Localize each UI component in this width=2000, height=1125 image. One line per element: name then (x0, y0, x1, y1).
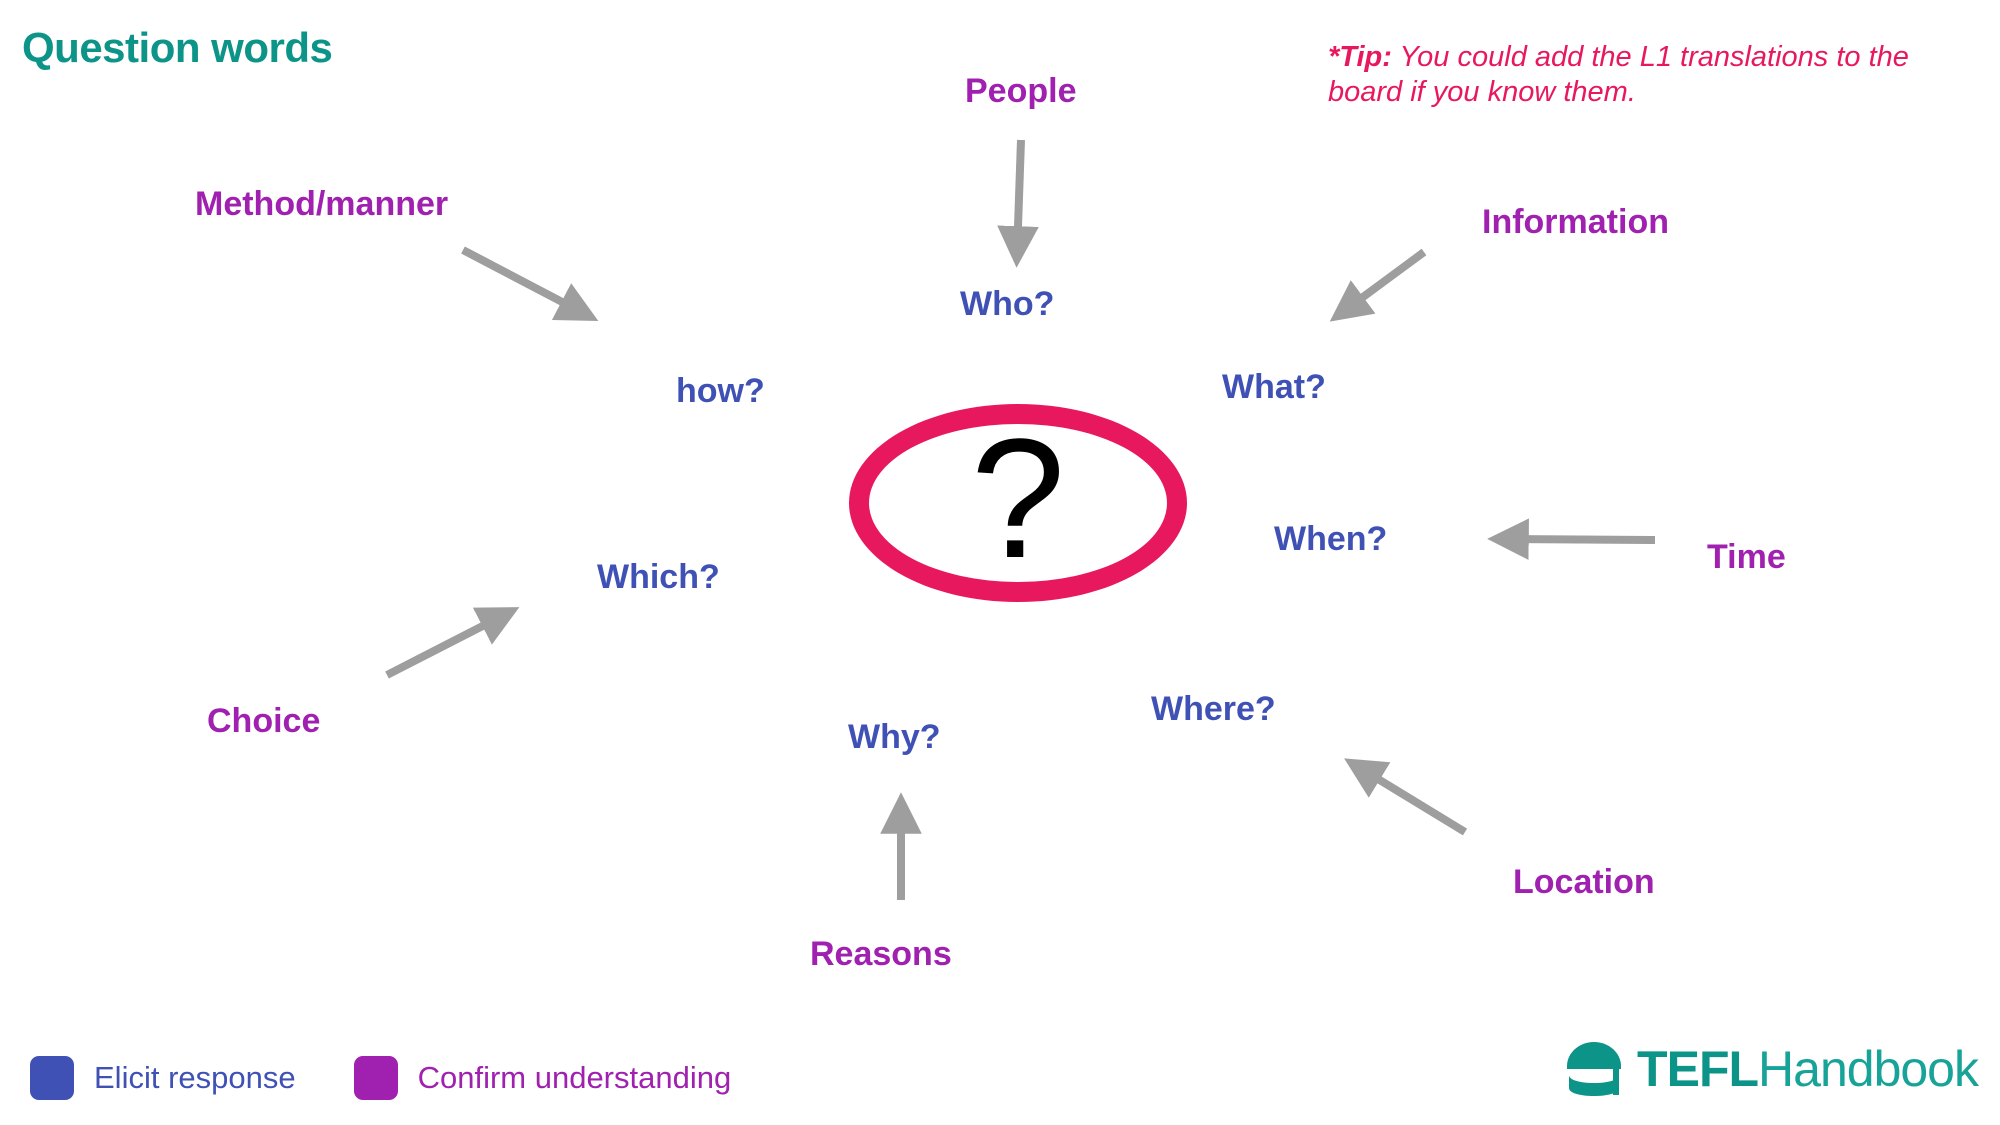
legend-swatch-confirm (353, 1056, 398, 1100)
concept-choice[interactable]: Choice (207, 702, 321, 740)
question-word-what[interactable]: What? (1222, 368, 1326, 406)
legend-item-confirm[interactable]: Confirm understanding (353, 1056, 732, 1100)
legend-label-elicit: Elicit response (94, 1060, 296, 1095)
brand-name-handbook: Handbook (1758, 1041, 1979, 1097)
central-question-mark: ? (970, 404, 1066, 594)
arrow-choice-to-which (385, 607, 520, 679)
tip-note-lead: *Tip: (1328, 41, 1392, 73)
arrow-time-to-when (1487, 518, 1656, 560)
concept-location[interactable]: Location (1513, 863, 1655, 901)
tip-note: *Tip: You could add the L1 translations … (1328, 40, 1968, 111)
brand-logo: TEFLHandbook (1563, 1040, 1979, 1098)
question-word-who[interactable]: Who? (960, 285, 1055, 323)
arrow-location-to-where (1344, 758, 1468, 836)
question-word-why[interactable]: Why? (848, 718, 941, 756)
concept-method-manner[interactable]: Method/manner (195, 185, 449, 223)
concept-time[interactable]: Time (1707, 538, 1786, 576)
legend-swatch-elicit (30, 1056, 74, 1100)
question-word-when[interactable]: When? (1274, 520, 1388, 558)
question-word-where[interactable]: Where? (1151, 690, 1276, 728)
brand-name-tefl: TEFL (1637, 1041, 1759, 1097)
arrow-method-to-how (461, 246, 599, 321)
concept-information[interactable]: Information (1482, 203, 1669, 241)
arrow-information-to-what (1329, 248, 1427, 322)
brand-wordmark: TEFLHandbook (1637, 1040, 1979, 1098)
tip-note-text: You could add the L1 translations to the… (1328, 41, 1909, 109)
concept-reasons[interactable]: Reasons (810, 935, 952, 973)
question-word-how[interactable]: how? (676, 372, 765, 410)
legend-label-confirm: Confirm understanding (417, 1060, 732, 1095)
question-word-which[interactable]: Which? (597, 558, 720, 596)
legend: Elicit response Confirm understanding (30, 1056, 731, 1100)
graduation-cap-icon (1567, 1042, 1622, 1096)
page-title: Question words (22, 24, 333, 71)
legend-item-elicit[interactable]: Elicit response (30, 1056, 296, 1100)
arrow-people-to-who (997, 139, 1039, 268)
concept-people[interactable]: People (965, 72, 1077, 110)
